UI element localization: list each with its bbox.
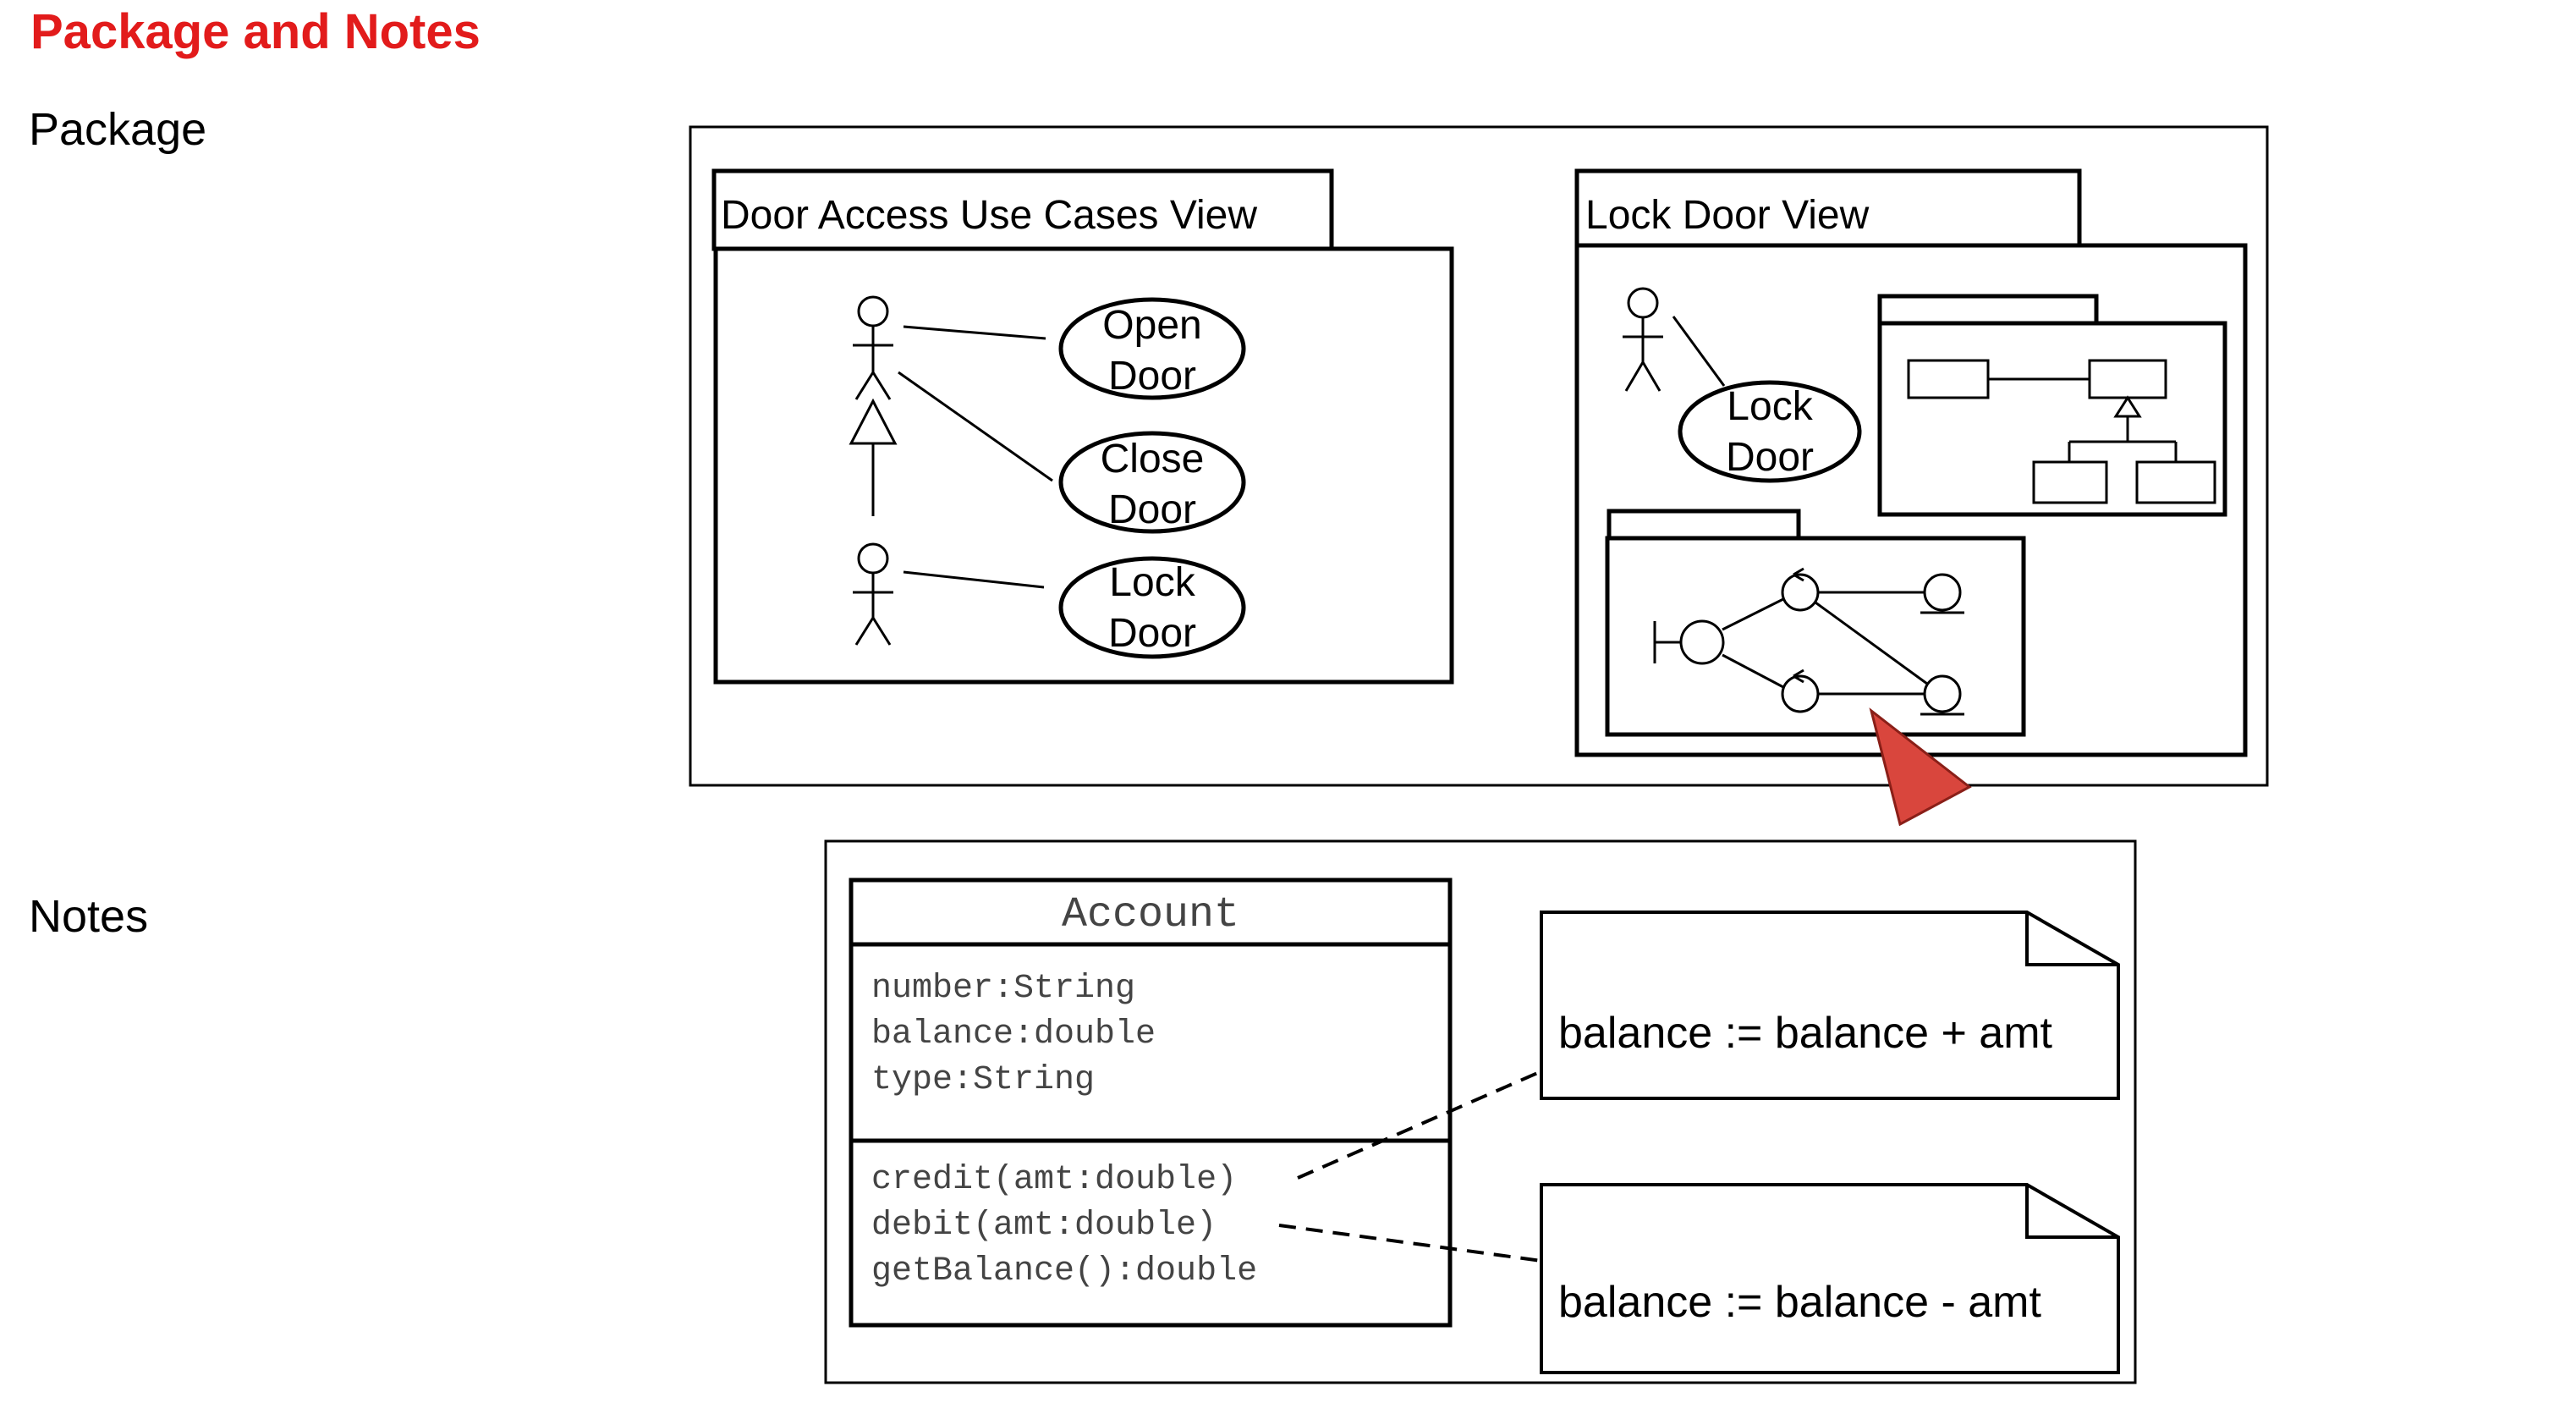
svg-text:Door: Door [1108,354,1196,399]
package-name: Lock Door View [1585,193,1870,238]
actor-icon [853,542,893,646]
class-operation: getBalance():double [871,1252,1257,1290]
class-attribute: type:String [871,1061,1095,1099]
association-line [1672,316,1726,387]
page-title: Package and Notes [30,4,481,59]
svg-text:Lock: Lock [1109,560,1195,605]
package-name: Door Access Use Cases View [721,193,1257,238]
svg-text:Door: Door [1108,611,1196,656]
class-attribute: number:String [871,970,1135,1008]
package-section-label: Package [29,104,207,155]
use-case-open-door: Open Door [1058,297,1246,400]
package-tab [1574,168,2082,251]
package-diagram-frame [689,125,2269,787]
use-case-lock-door: Lock Door [1678,380,1862,483]
arrow-cursor-icon [1869,707,1972,827]
association-lines [898,325,1053,589]
package-lock-door-view: Lock Door View Lock Door [1574,168,2248,757]
use-case-close-door: Close Door [1058,431,1246,534]
notes-diagram: Account number:String balance:double typ… [824,839,2137,1384]
package-diagram: Door Access Use Cases View [689,125,2269,827]
actor-icon [1623,287,1663,392]
generalization-arrow [849,398,898,516]
use-case-lock-door: Lock Door [1058,556,1246,659]
svg-text:Door: Door [1726,435,1814,480]
notes-diagram-frame [824,839,2137,1384]
package-tab [711,168,1334,251]
note-text: balance := balance - amt [1558,1278,2041,1327]
svg-text:Door: Door [1108,487,1196,532]
nested-analysis-package [1605,509,2026,737]
note-anchor-line [1297,1070,1542,1180]
notes-section-label: Notes [29,891,149,942]
nested-class-package [1877,294,2227,517]
class-account: Account number:String balance:double typ… [849,878,1453,1328]
package-door-access-use-cases: Door Access Use Cases View [711,168,1454,685]
class-attribute: balance:double [871,1015,1156,1054]
svg-text:Lock: Lock [1727,384,1813,429]
class-operation: debit(amt:double) [871,1207,1217,1245]
note-text: balance := balance + amt [1558,1009,2053,1058]
note-credit: balance := balance + amt [1540,911,2120,1100]
svg-text:Close: Close [1101,437,1205,481]
svg-text:Open: Open [1102,303,1201,348]
note-debit: balance := balance - amt [1540,1183,2120,1374]
note-anchor-line [1278,1224,1542,1263]
class-name: Account [1062,891,1239,939]
actor-icon [853,295,893,400]
class-operation: credit(amt:double) [871,1161,1237,1199]
